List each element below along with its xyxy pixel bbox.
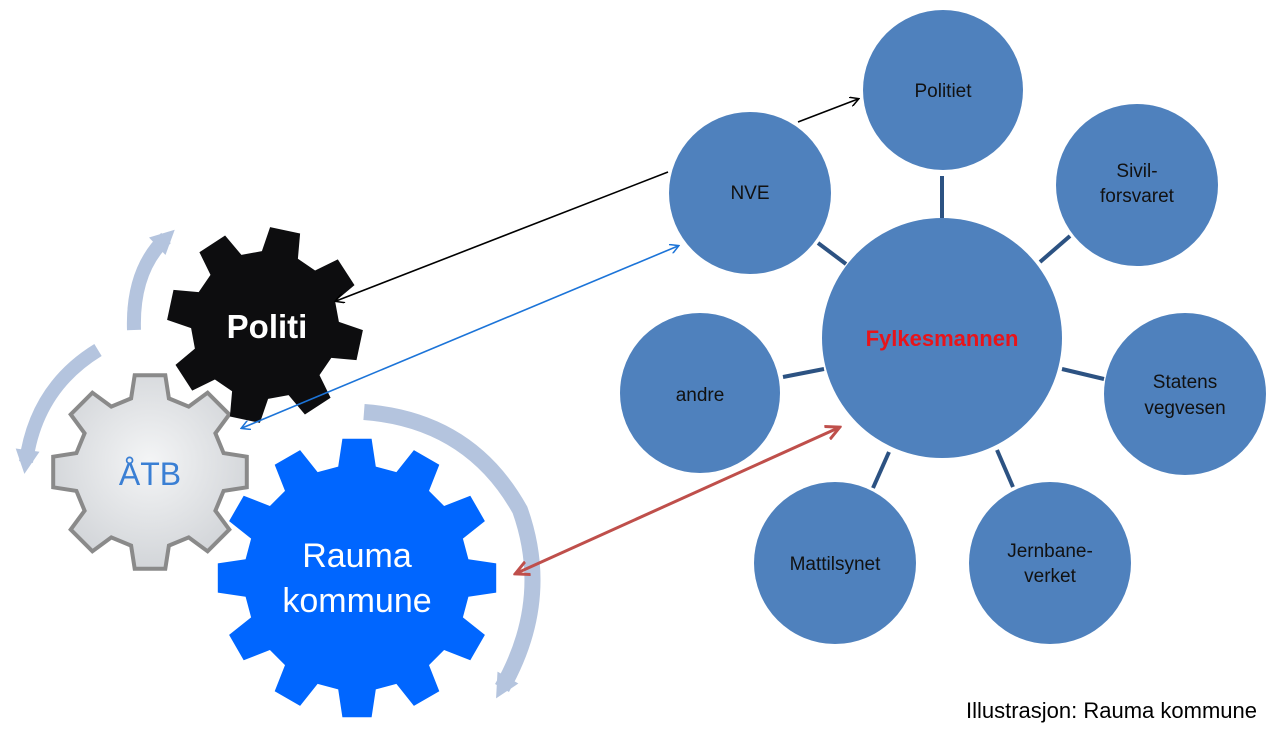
node-nve: [669, 112, 831, 274]
spoke-sivilforsvaret: [1038, 234, 1072, 264]
arrow-rauma-fylkesmannen: [517, 428, 838, 573]
node-sivilforsvaret-label-line2: forsvaret: [1100, 186, 1175, 207]
node-nve-label: NVE: [730, 183, 769, 204]
node-sivilforsvaret: [1056, 104, 1218, 266]
rauma-kommune-gear: [217, 438, 497, 718]
cycle-arrow-top: [126, 229, 175, 331]
atb-gear-label: ÅTB: [119, 456, 181, 492]
node-jernbaneverket-label-line1: Jernbane-: [1007, 541, 1093, 562]
gears: ÅTB Politi Rauma kommune: [51, 227, 497, 718]
atb-gear: [51, 373, 249, 571]
node-jernbaneverket: [969, 482, 1131, 644]
cycle-arrow-left: [15, 344, 102, 474]
node-andre-label: andre: [676, 385, 725, 406]
rauma-gear-label-line2: kommune: [282, 582, 431, 620]
node-statens-vegvesen-label-line1: Statens: [1153, 372, 1217, 393]
organisation-nodes: Politiet NVE Sivil- forsvaret andre Stat…: [620, 10, 1266, 644]
spoke-statens-vegvesen: [1061, 367, 1105, 381]
node-jernbaneverket-label-line2: verket: [1024, 566, 1076, 587]
spoke-nve: [816, 241, 848, 266]
image-credit-caption: Illustrasjon: Rauma kommune: [965, 698, 1257, 723]
node-sivilforsvaret-label-line1: Sivil-: [1116, 161, 1157, 182]
hub-fylkesmannen-label: Fylkesmannen: [866, 326, 1019, 351]
spoke-andre: [782, 367, 825, 379]
connection-arrows: [242, 99, 858, 573]
hub-fylkesmannen: [822, 218, 1062, 458]
node-statens-vegvesen: [1104, 313, 1266, 475]
node-politiet: [863, 10, 1023, 170]
spoke-mattilsynet: [871, 451, 891, 489]
node-politiet-label: Politiet: [914, 81, 972, 102]
node-mattilsynet-label: Mattilsynet: [790, 554, 882, 575]
spoke-jernbaneverket: [995, 449, 1015, 488]
rauma-gear-label-line1: Rauma: [302, 537, 412, 575]
arrow-nve-politiet: [797, 99, 858, 123]
arrow-atb-nve: [242, 246, 678, 428]
hub-spokes: [782, 176, 1105, 489]
arrow-politi-nve: [336, 171, 669, 301]
politi-gear-label: Politi: [227, 308, 308, 345]
node-statens-vegvesen-label-line2: vegvesen: [1144, 398, 1225, 419]
